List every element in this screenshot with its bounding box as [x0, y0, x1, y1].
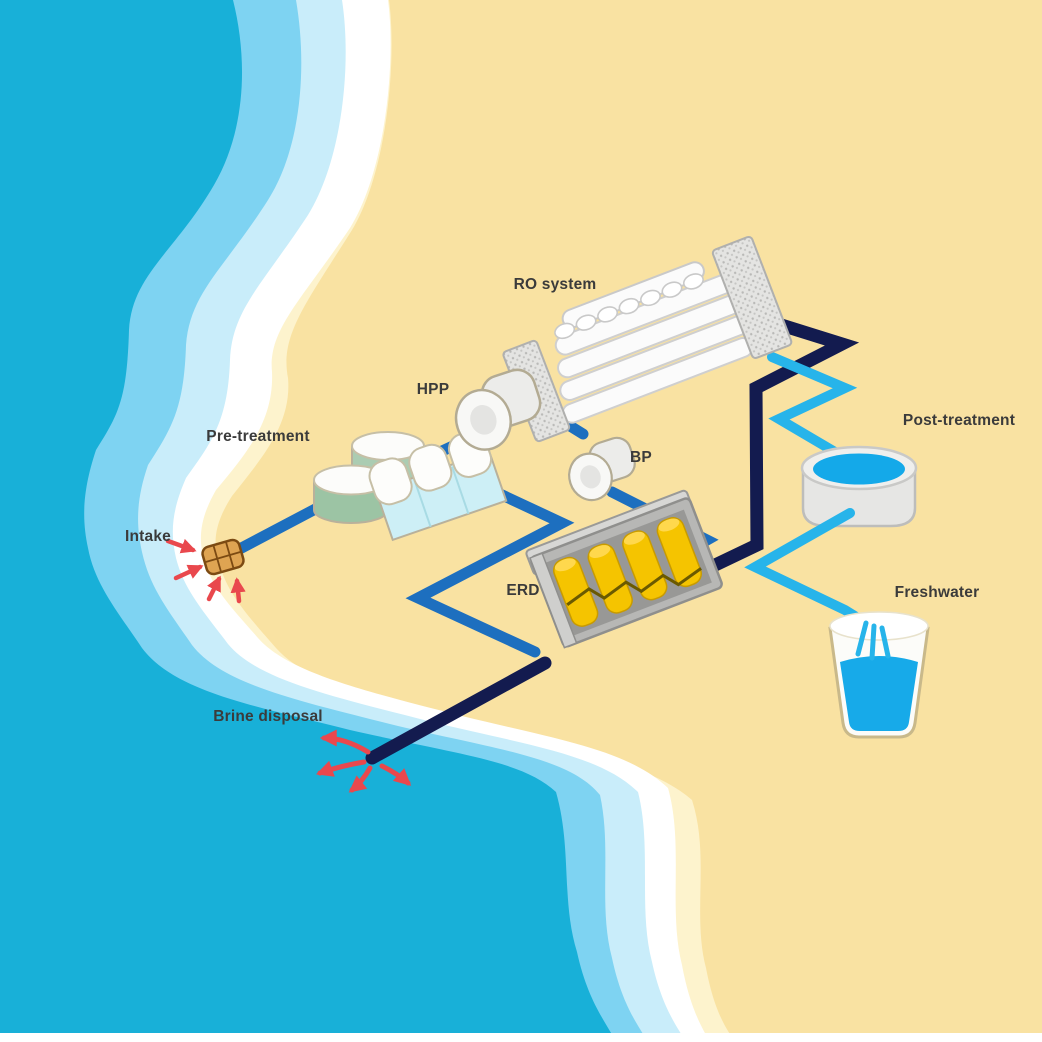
- pipe-ro-brine-to-erd: [681, 317, 860, 585]
- pretreatment-plant: [313, 430, 508, 542]
- posttreatment-water: [813, 453, 905, 485]
- bottom-white-strip: [0, 1033, 1042, 1042]
- erd-rotor-glints: [554, 518, 680, 572]
- label-ro-system: RO system: [513, 276, 597, 293]
- intake-structure: [165, 538, 246, 604]
- label-intake: Intake: [125, 528, 171, 545]
- brine-pipes: [365, 317, 860, 765]
- label-pre-treatment: Pre-treatment: [206, 428, 310, 445]
- posttreatment-tank: [800, 445, 918, 528]
- ro-end-plate-right: [711, 235, 793, 359]
- pretreatment-tank-front: [313, 464, 389, 524]
- label-freshwater: Freshwater: [894, 584, 980, 601]
- booster-pump: [568, 436, 636, 502]
- high-pressure-pump: [454, 368, 542, 451]
- ro-system-unit: [502, 235, 793, 443]
- pour-stream: [855, 620, 891, 661]
- label-hpp: HPP: [416, 381, 450, 398]
- intake-suction-arrows-icon: [165, 538, 246, 604]
- energy-recovery-device: [525, 489, 723, 649]
- freshwater-pipes: [767, 352, 858, 467]
- label-erd: ERD: [506, 582, 540, 599]
- glass-water: [840, 656, 918, 731]
- pipe-ro-permeate-to-posttreatment: [767, 352, 858, 467]
- brine-disposal-arrows-icon: [315, 729, 412, 793]
- label-post-treatment: Post-treatment: [902, 412, 1016, 429]
- ro-top-tube-caps: [554, 273, 704, 340]
- intake-grate-icon: [201, 538, 245, 576]
- pipe-erd-to-brine-disposal: [365, 656, 552, 765]
- ocean: [0, 0, 616, 1042]
- pretreatment-building: [368, 430, 508, 542]
- label-bp: BP: [630, 449, 652, 466]
- erd-shadow-line: [566, 567, 702, 606]
- ro-membrane-tubes: [554, 269, 754, 424]
- label-brine-disposal: Brine disposal: [213, 708, 323, 725]
- freshwater-glass: [828, 611, 930, 739]
